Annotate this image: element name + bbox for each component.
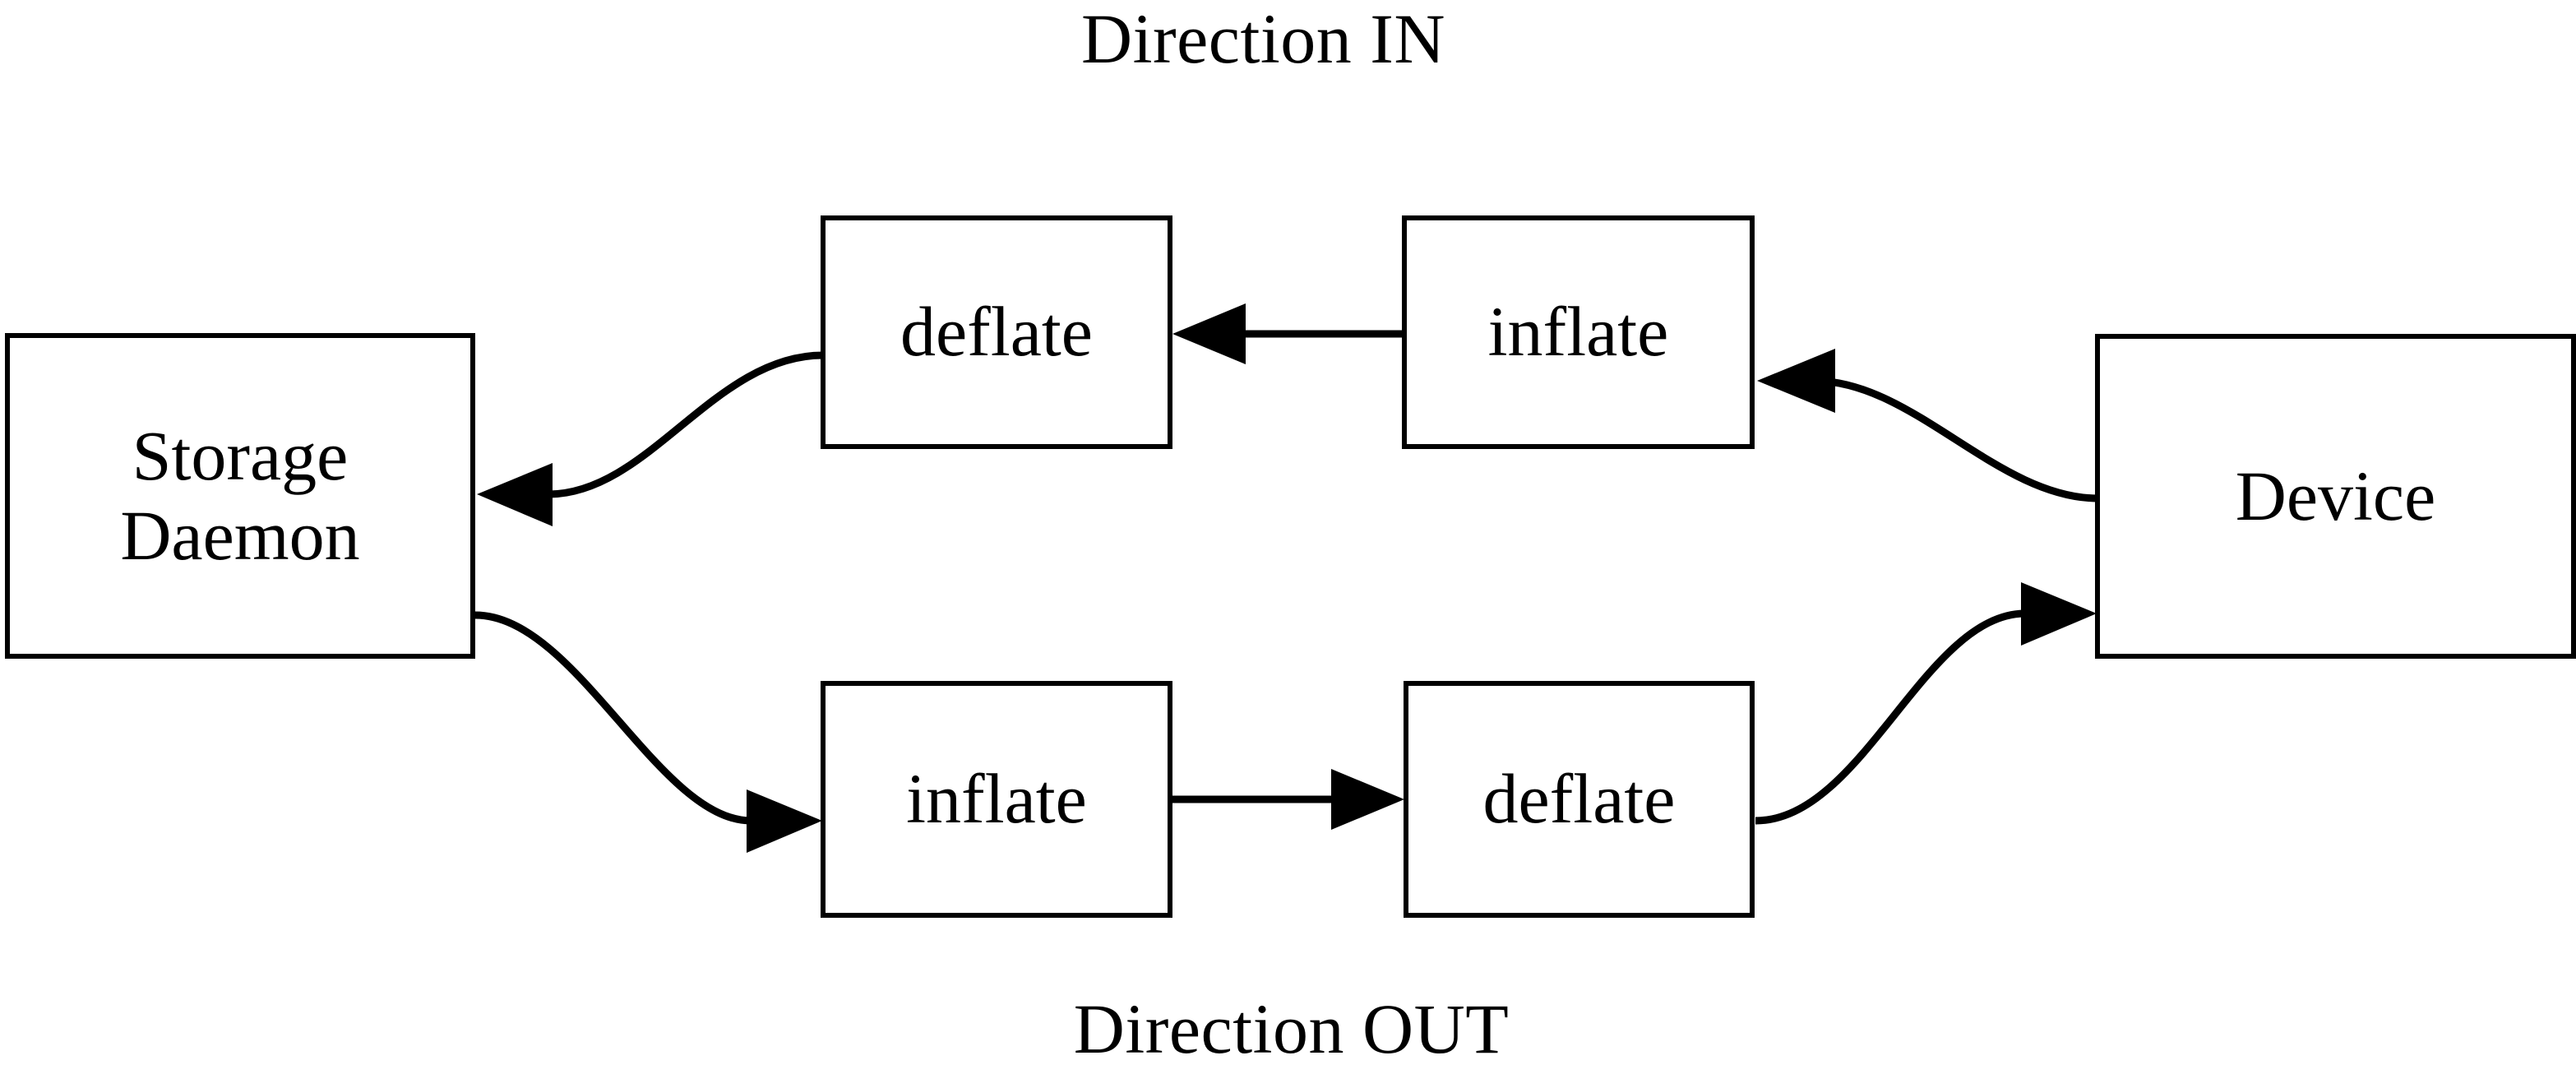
node-deflate-in-label: deflate <box>900 292 1093 372</box>
direction-in-title: Direction IN <box>1080 0 1445 78</box>
edge-storage-daemon-to-inflate-out <box>474 611 822 853</box>
node-deflate-out[interactable]: deflate <box>1404 681 1755 918</box>
node-inflate-in-label: inflate <box>1487 292 1669 372</box>
node-inflate-out-label: inflate <box>906 759 1087 839</box>
direction-out-title: Direction OUT <box>1073 989 1510 1068</box>
node-deflate-out-label: deflate <box>1482 759 1676 839</box>
edge-inflate-in-to-deflate-in <box>1172 303 1403 364</box>
node-storage-daemon[interactable]: Storage Daemon <box>5 333 475 659</box>
node-device[interactable]: Device <box>2095 334 2576 659</box>
edge-deflate-in-to-storage-daemon <box>477 351 826 526</box>
edge-deflate-out-to-device <box>1755 582 2097 825</box>
edge-device-to-inflate-in <box>1757 349 2099 502</box>
node-storage-daemon-label-line1: Storage <box>132 415 349 495</box>
node-inflate-in[interactable]: inflate <box>1402 215 1755 449</box>
node-device-label: Device <box>2235 456 2436 535</box>
node-inflate-out[interactable]: inflate <box>821 681 1172 918</box>
node-storage-daemon-label-line2: Daemon <box>120 496 360 575</box>
edge-inflate-out-to-deflate-out <box>1172 769 1404 830</box>
node-deflate-in[interactable]: deflate <box>821 215 1172 449</box>
